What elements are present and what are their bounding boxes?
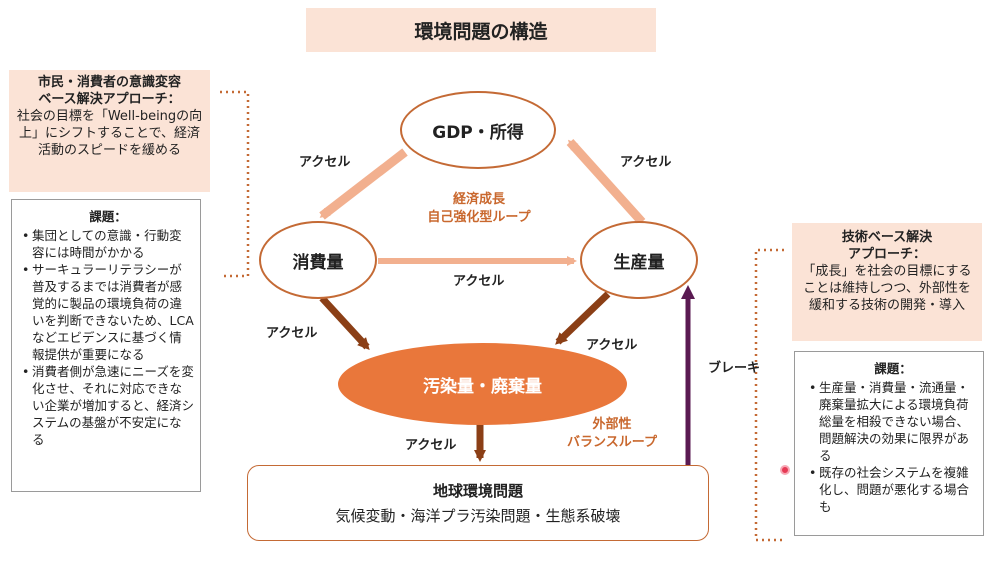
label-accel-consumption-pollution: アクセル (266, 326, 318, 341)
left-dotted-bracket (220, 90, 250, 278)
node-production: 生産量 (580, 221, 698, 299)
right-issues-box: 課題： 生産量・消費量・流通量・廃棄量拡大による環境負荷総量を相殺できない場合、… (794, 351, 984, 536)
label-externality-loop-line1: 外部性 (592, 417, 632, 432)
node-gdp: GDP・所得 (400, 91, 556, 169)
left-issues-list: 集団としての意識・行動変容には時間がかかる サーキュラーリテラシーが普及するまで… (22, 227, 194, 448)
label-accel-pollution-earth: アクセル (405, 438, 457, 453)
left-approach-title-1: 市民・消費者の意識変容 (37, 75, 181, 90)
label-growth-loop-line1: 経済成長 (452, 192, 505, 207)
earth-problems-box: 地球環境問題 気候変動・海洋プラ汚染問題・生態系破壊 (247, 465, 709, 541)
label-growth-loop-line2: 自己強化型ループ (427, 210, 531, 225)
right-issue-item: 既存の社会システムを複雑化し、問題が悪化する場合も (809, 464, 977, 515)
label-brake: ブレーキ (708, 361, 761, 376)
label-growth-loop: 経済成長 自己強化型ループ (414, 191, 544, 227)
node-pollution: 汚染量・廃棄量 (338, 343, 627, 425)
label-accel-consumption-production: アクセル (453, 274, 505, 289)
earth-problems-subtitle: 気候変動・海洋プラ汚染問題・生態系破壊 (335, 507, 621, 525)
right-issues-list: 生産量・消費量・流通量・廃棄量拡大による環境負荷総量を相殺できない場合、問題解決… (809, 379, 977, 515)
left-issue-item: 集団としての意識・行動変容には時間がかかる (22, 227, 194, 261)
label-externality-loop: 外部性 バランスループ (557, 416, 667, 452)
arrow-production-to-gdp (566, 138, 646, 226)
node-consumption: 消費量 (259, 221, 377, 299)
earth-problems-title: 地球環境問題 (432, 482, 523, 500)
left-approach-title-2: ベース解決アプローチ： (38, 92, 181, 107)
label-accel-production-pollution: アクセル (586, 338, 638, 353)
left-issues-title: 課題： (89, 209, 127, 224)
arrow-production-to-pollution (555, 291, 611, 345)
left-approach-box: 市民・消費者の意識変容 ベース解決アプローチ： 社会の目標を「Well-bein… (9, 70, 210, 192)
arrow-gdp-to-consumption (319, 148, 408, 220)
diagram-title: 環境問題の構造 (306, 8, 656, 52)
left-issue-item: サーキュラーリテラシーが普及するまでは消費者が感覚的に製品の環境負荷の違いを判断… (22, 261, 194, 363)
right-issues-title: 課題： (874, 361, 912, 376)
label-accel-gdp-consumption: アクセル (299, 155, 351, 170)
right-approach-title-2: アプローチ： (847, 247, 926, 262)
left-approach-body: 社会の目標を「Well-beingの向上」にシフトすることで、経済活動のスピード… (16, 109, 203, 158)
pointer-dot (780, 465, 790, 475)
label-accel-production-gdp: アクセル (620, 155, 672, 170)
right-approach-box: 技術ベース解決 アプローチ： 「成長」を社会の目標にすることは維持しつつ、外部性… (792, 223, 982, 341)
right-dotted-bracket (754, 248, 784, 542)
right-approach-body: 「成長」を社会の目標にすることは維持しつつ、外部性を緩和する技術の開発・導入 (802, 264, 972, 313)
left-issues-box: 課題： 集団としての意識・行動変容には時間がかかる サーキュラーリテラシーが普及… (11, 199, 201, 492)
right-approach-title-1: 技術ベース解決 (841, 230, 933, 245)
right-issue-item: 生産量・消費量・流通量・廃棄量拡大による環境負荷総量を相殺できない場合、問題解決… (809, 379, 977, 464)
left-issue-item: 消費者側が急速にニーズを変化させ、それに対応できない企業が増加すると、経済システ… (22, 363, 194, 448)
label-externality-loop-line2: バランスループ (567, 435, 657, 450)
arrow-consumption-to-pollution (319, 295, 370, 350)
